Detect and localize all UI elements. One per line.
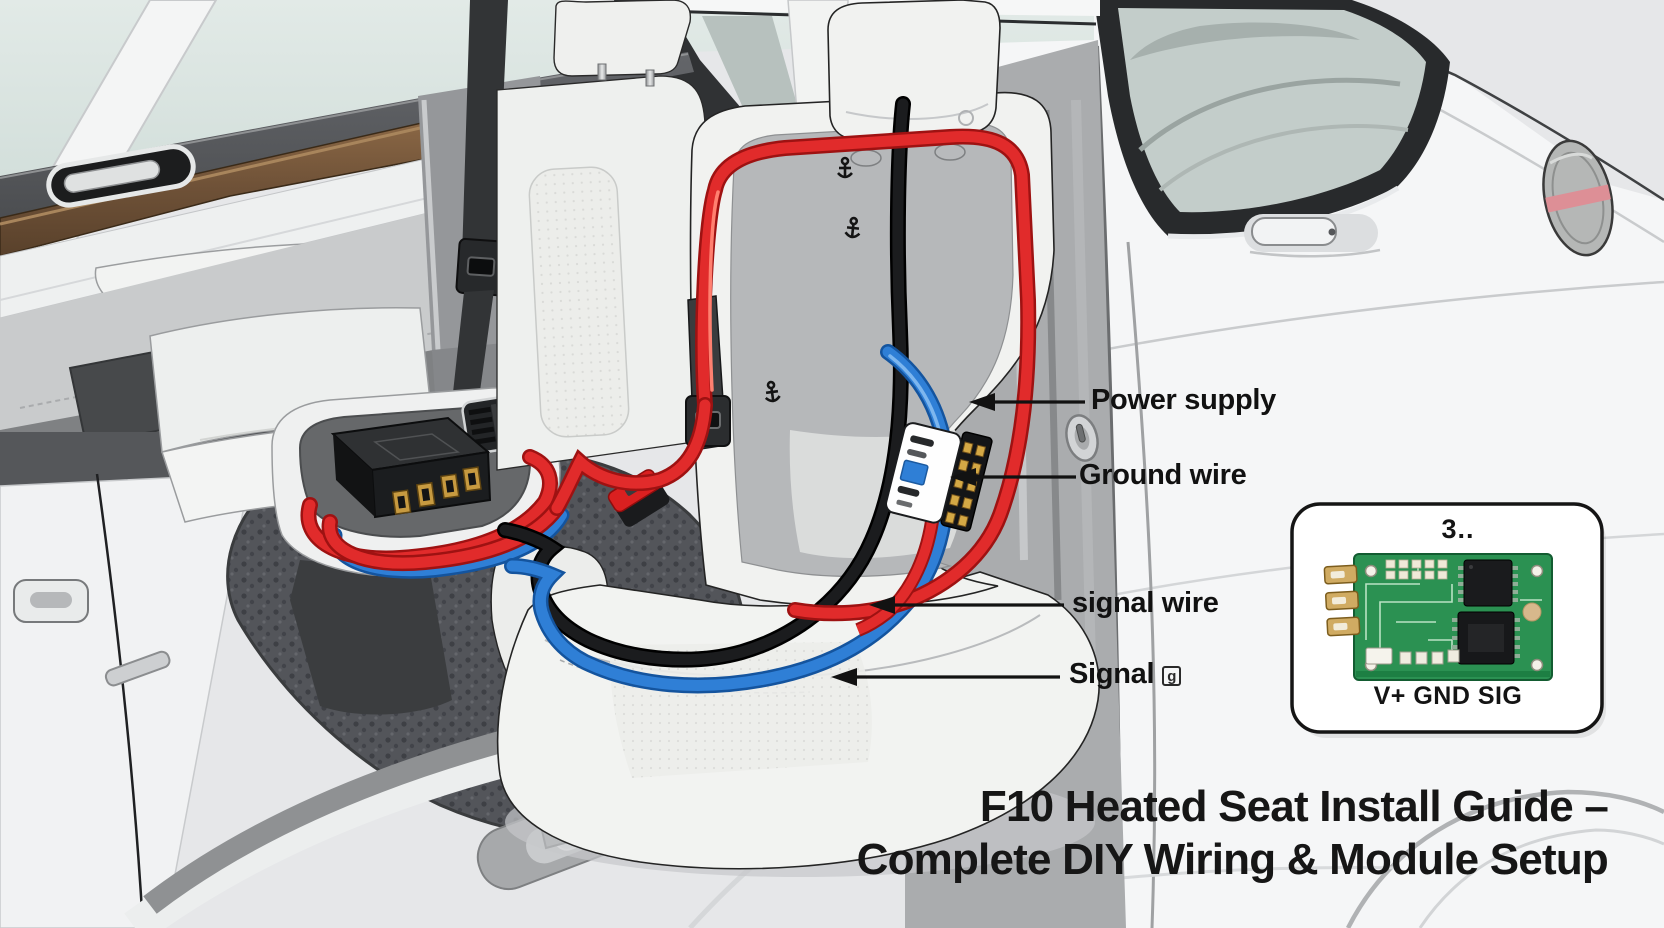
inset-panel bbox=[1290, 502, 1606, 738]
console-pedestal bbox=[290, 560, 452, 715]
callout-ground-wire: Ground wire bbox=[1079, 459, 1247, 491]
inset-top-label: 3.. bbox=[1441, 514, 1475, 544]
tail-light-red-stripe bbox=[1545, 184, 1611, 213]
seatback-anchor-icons bbox=[764, 156, 861, 403]
callout-signal-wire: signal wire bbox=[1072, 587, 1219, 619]
rear-door-handle bbox=[1244, 214, 1381, 258]
door-release-lever bbox=[104, 650, 171, 687]
power-wire-red bbox=[549, 128, 1037, 622]
callout-signal-label: Signal bbox=[1069, 658, 1155, 690]
pcb-connector-tabs bbox=[1323, 564, 1361, 637]
door-edge-line bbox=[95, 473, 145, 928]
title-line-2: Complete DIY Wiring & Module Setup bbox=[856, 835, 1609, 884]
quarter-window-glass bbox=[702, 16, 802, 122]
driver-seat bbox=[490, 0, 1100, 877]
page-title: F10 Heated Seat Install Guide – Complete… bbox=[856, 780, 1609, 886]
heating-module bbox=[330, 416, 492, 519]
body-crease-line bbox=[1091, 280, 1664, 354]
passenger-seat bbox=[496, 0, 709, 471]
title-line-1: F10 Heated Seat Install Guide – bbox=[979, 782, 1609, 831]
inset-pin-label: V+ GND SIG bbox=[1373, 682, 1523, 710]
interior-door-handle bbox=[46, 144, 196, 208]
pcb-tan-pad bbox=[1522, 602, 1542, 622]
pcb-ic-chip-2 bbox=[1452, 611, 1520, 665]
pcb-mounting-holes bbox=[1364, 564, 1544, 672]
rear-wheel-arch bbox=[1345, 789, 1664, 928]
tail-light bbox=[1542, 139, 1614, 257]
rear-door-window bbox=[1094, 0, 1450, 240]
pcb-board bbox=[1323, 553, 1553, 681]
callout-arrows bbox=[831, 393, 1085, 686]
door-keyhole bbox=[1328, 228, 1336, 236]
center-console bbox=[271, 387, 561, 715]
passenger-headrest bbox=[553, 0, 692, 77]
wiring-harness bbox=[300, 96, 1037, 694]
pcb-pads bbox=[1385, 559, 1448, 580]
module-blue-button bbox=[899, 459, 929, 486]
pcb-small-component bbox=[1365, 647, 1393, 665]
module-terminals bbox=[391, 466, 482, 515]
wood-trim bbox=[0, 121, 431, 257]
pin-connector-module bbox=[855, 422, 993, 637]
door-striker bbox=[1065, 414, 1099, 462]
callout-power-supply: Power supply bbox=[1091, 384, 1276, 416]
signal-artifact-glyph: g bbox=[1162, 666, 1182, 686]
pcb-ic-chip-1 bbox=[1458, 559, 1518, 607]
